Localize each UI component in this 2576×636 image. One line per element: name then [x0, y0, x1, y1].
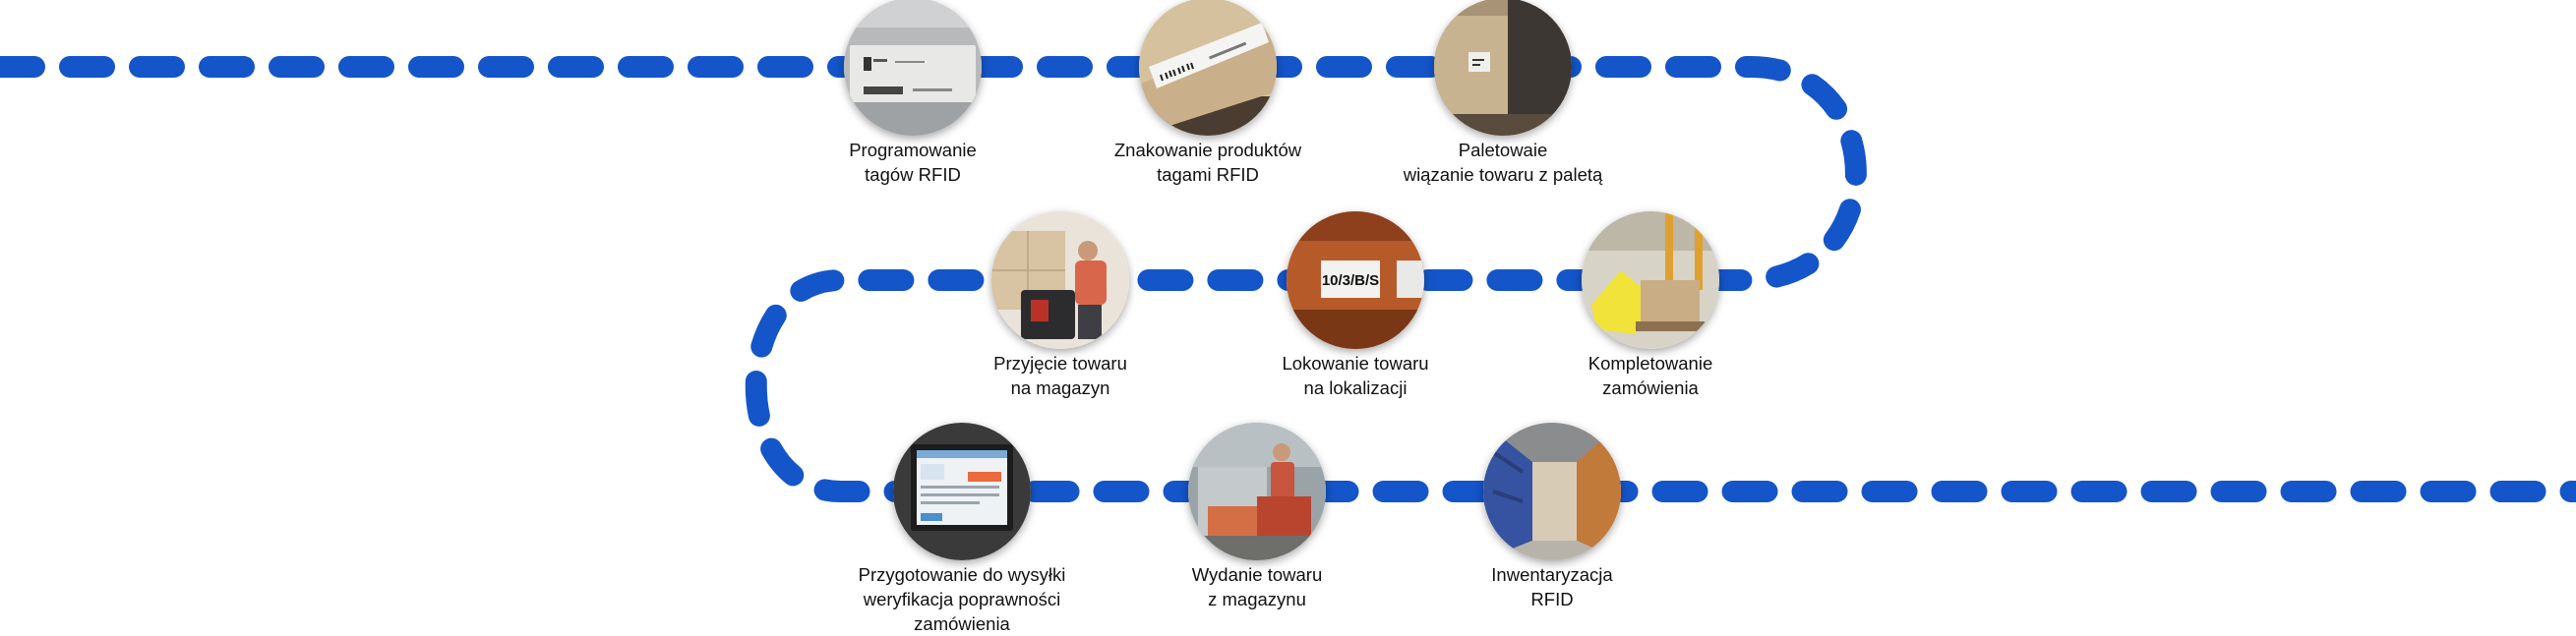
dashed-flow-line — [0, 56, 2576, 502]
caption-line-1: Wydanie towaru — [1191, 564, 1323, 585]
caption: Wydanie towaru z magazynu — [1060, 562, 1454, 611]
warehouse-aisle-photo — [1483, 423, 1621, 560]
pallet-boxes-photo — [1434, 0, 1572, 136]
location-label-text: 10/3/B/S — [1322, 272, 1379, 289]
caption-line-1: Programowanie — [849, 140, 977, 160]
caption-line-2: na lokalizacji — [1303, 377, 1408, 398]
caption: Lokowanie towaru na lokalizacji — [1159, 351, 1552, 400]
caption-line-2: RFID — [1530, 589, 1574, 609]
caption: Programowanie tagów RFID — [716, 138, 1109, 187]
caption-line-1: Lokowanie towaru — [1282, 353, 1429, 374]
caption-line-3: zamówienia — [914, 613, 1010, 634]
caption-line-2: tagów RFID — [865, 164, 961, 185]
caption: Kompletowanie zamówienia — [1454, 351, 1847, 400]
caption: Przyjęcie towaru na magazyn — [864, 351, 1257, 400]
caption-line-1: Paletowaie — [1458, 140, 1548, 160]
picking-pallet-photo — [1582, 211, 1719, 349]
caption-line-1: Inwentaryzacja — [1491, 564, 1613, 585]
caption-line-2: zamówienia — [1602, 377, 1699, 398]
location-label-photo: 10/3/B/S — [1287, 211, 1424, 349]
caption-line-1: Przygotowanie do wysyłki — [858, 564, 1066, 585]
verification-screen-photo — [893, 423, 1031, 560]
worker-forklift-photo — [991, 211, 1129, 349]
caption: Inwentaryzacja RFID — [1355, 562, 1749, 611]
caption-line-2: z magazynu — [1208, 589, 1306, 609]
caption: Paletowaie wiązanie towaru z paletą — [1306, 138, 1700, 187]
caption-line-1: Przyjęcie towaru — [993, 353, 1127, 374]
caption-line-2: weryfikacja poprawności — [863, 589, 1061, 609]
caption: Znakowanie produktów tagami RFID — [1011, 138, 1405, 187]
caption: Przygotowanie do wysyłki weryfikacja pop… — [765, 562, 1159, 636]
caption-line-2: na magazyn — [1010, 377, 1110, 398]
caption-line-1: Kompletowanie — [1588, 353, 1713, 374]
caption-line-1: Znakowanie produktów — [1113, 140, 1302, 160]
caption-line-2: tagami RFID — [1157, 164, 1259, 185]
caption-line-2: wiązanie towaru z paletą — [1403, 164, 1603, 185]
rfid-tag-printer-photo — [844, 0, 982, 136]
worker-issue-photo — [1188, 423, 1326, 560]
labeled-box-photo — [1139, 0, 1277, 136]
